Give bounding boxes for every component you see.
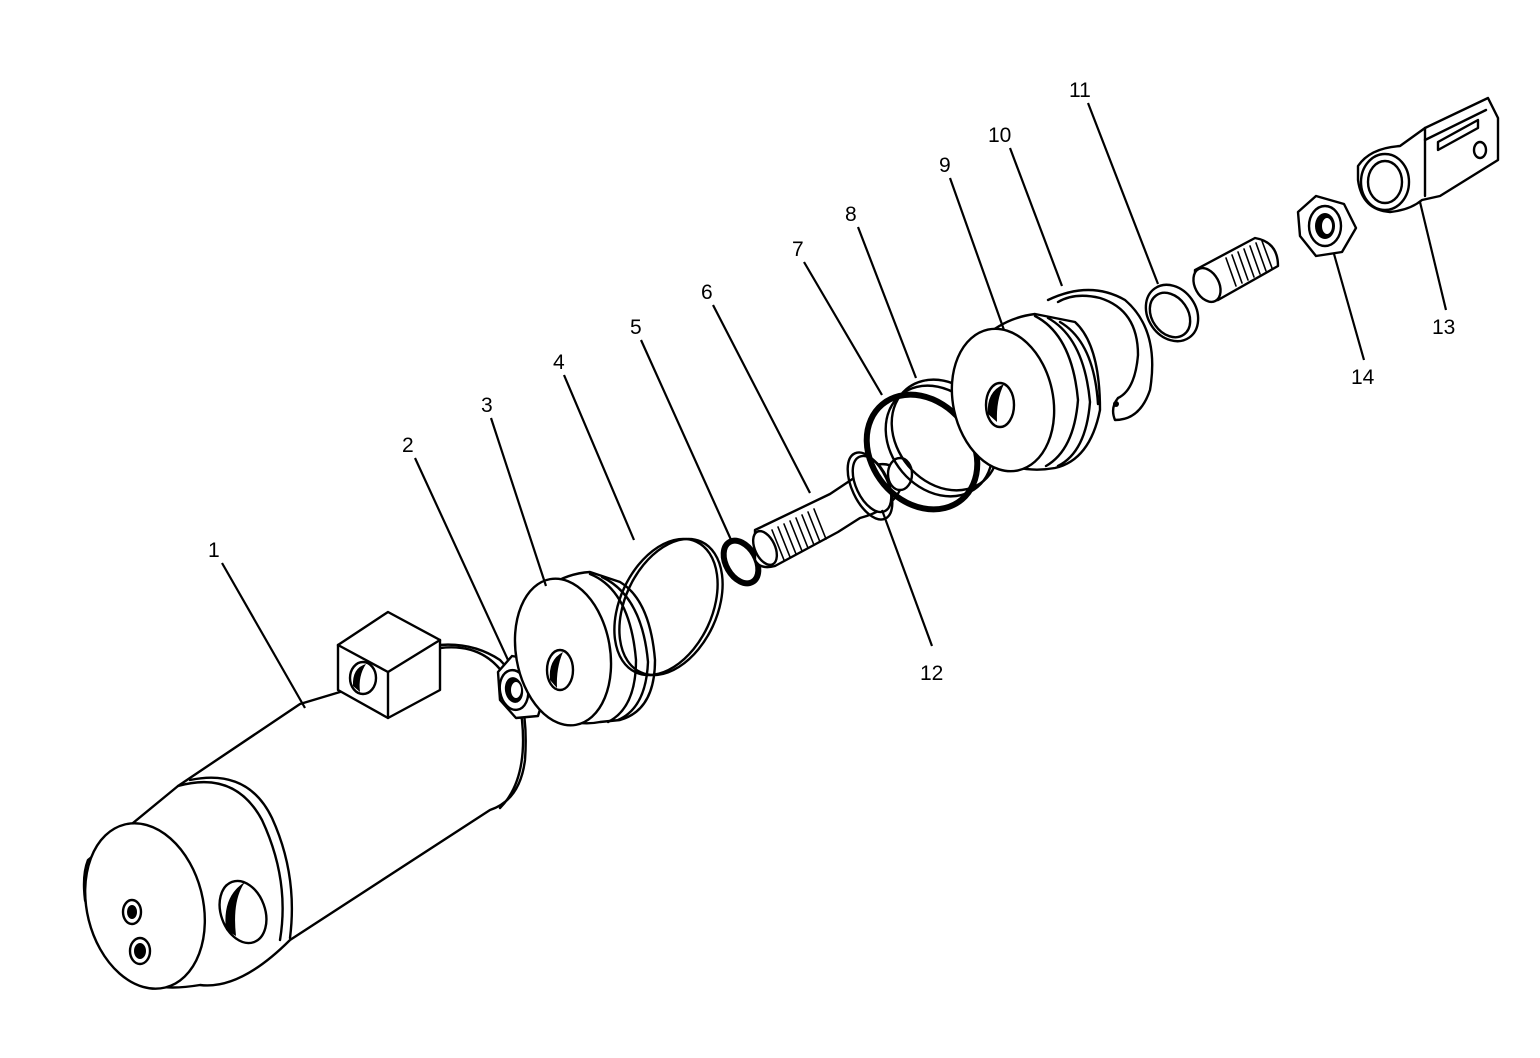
leader-10	[1008, 147, 1064, 287]
callout-5: 5	[630, 316, 642, 339]
callout-9: 9	[939, 154, 951, 177]
callout-11: 11	[1069, 79, 1091, 102]
leader-lines	[221, 102, 1448, 709]
callout-7: 7	[792, 238, 804, 261]
leader-7	[803, 261, 883, 396]
callout-2: 2	[402, 434, 414, 457]
threaded-stud	[1192, 236, 1280, 304]
part-14-hex-nut	[1296, 194, 1358, 258]
leader-13	[1418, 201, 1448, 311]
leader-4	[562, 374, 636, 541]
part-10-retaining-ring	[1046, 288, 1154, 422]
leader-5	[639, 339, 734, 543]
part-6-piston-rod	[751, 454, 914, 569]
leader-2	[414, 457, 509, 661]
leader-6	[712, 304, 811, 494]
callout-14: 14	[1351, 366, 1375, 389]
leader-3	[489, 417, 548, 587]
part-13-clevis	[1356, 96, 1500, 214]
part-1-cylinder-body	[82, 610, 527, 990]
leader-11	[1086, 102, 1160, 285]
callout-6: 6	[701, 281, 713, 304]
callout-13: 13	[1432, 316, 1455, 339]
leader-8	[856, 226, 918, 379]
leader-14	[1332, 253, 1366, 361]
callout-8: 8	[845, 203, 857, 226]
part-11-wiper	[1144, 283, 1200, 343]
leader-9	[948, 177, 1006, 331]
callout-numbers: 1 2 3 4 5 6 7 8 9 10 11 12 13 14	[208, 79, 1455, 685]
callout-3: 3	[481, 394, 493, 417]
part-9-head	[950, 312, 1102, 473]
callout-10: 10	[988, 124, 1011, 147]
part-4-backup-ring	[613, 537, 724, 677]
leader-1	[221, 562, 306, 709]
leader-12	[880, 509, 934, 647]
callout-1: 1	[208, 539, 220, 562]
callout-12: 12	[920, 662, 943, 685]
callout-4: 4	[553, 351, 565, 374]
